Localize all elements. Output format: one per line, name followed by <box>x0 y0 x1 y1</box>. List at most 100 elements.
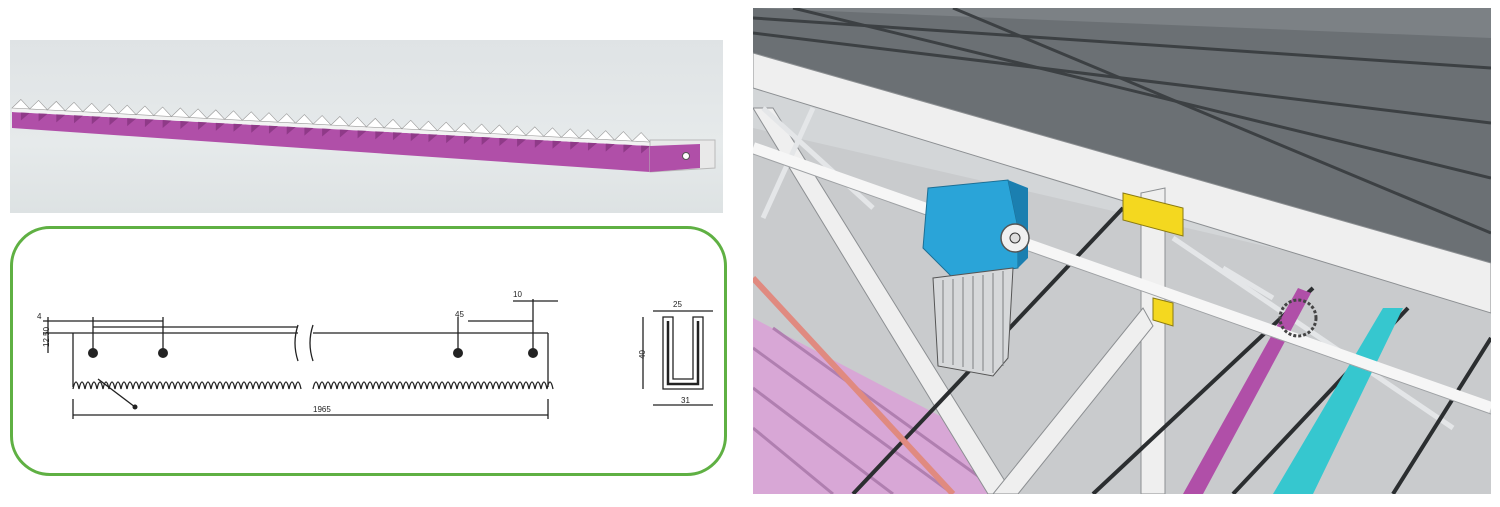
rack-tooth <box>188 108 208 119</box>
rack-tooth-shadow <box>74 115 83 124</box>
rack-tooth <box>454 122 474 133</box>
rack-tooth-shadow <box>499 137 509 146</box>
rack-tooth <box>631 132 651 143</box>
dim-hole-spacing: 45 <box>455 310 464 319</box>
dim-total-length: 1965 <box>313 405 331 414</box>
vertical-post <box>1140 187 1166 494</box>
gearbox <box>922 179 1030 279</box>
rack-tooth-shadow <box>180 120 190 129</box>
dim-end-offset: 10 <box>513 290 522 299</box>
rack-tooth-shadow <box>304 127 314 136</box>
rack-tooth-shadow <box>570 141 580 150</box>
rack-tooth-shadow <box>162 120 172 129</box>
rack-tooth <box>46 100 66 112</box>
rack-tooth-shadow <box>375 131 385 140</box>
rack-tooth-shadow <box>233 123 243 132</box>
rack-tooth <box>560 128 580 139</box>
pink-pipe <box>753 275 956 494</box>
rack-tooth <box>223 110 244 121</box>
rack-body <box>12 112 650 172</box>
greenhouse-rack-drive-scene-icon <box>753 8 1491 494</box>
mount-hole <box>453 348 463 358</box>
rack-tooth-shadow <box>322 128 331 137</box>
rack-tooth <box>312 115 332 126</box>
rack-tooth <box>117 104 137 115</box>
rack-tooth <box>135 105 155 116</box>
mount-hole <box>88 348 98 358</box>
rack-tooth-shadow <box>109 117 119 126</box>
rack-tooth-shadow <box>410 133 420 142</box>
rack-top-face <box>12 108 650 146</box>
dim-tooth-height: 4 <box>37 312 42 321</box>
rack-tooth <box>418 120 439 132</box>
profile-section <box>662 316 704 390</box>
rack-tooth <box>64 101 84 113</box>
rack-technical-drawing-icon: 4 12.50 10 45 1965 25 40 31 <box>37 290 713 419</box>
rack-tooth <box>29 99 49 111</box>
rack-tooth-shadow <box>286 126 296 135</box>
rack-tooth-shadow <box>605 143 615 152</box>
rack-tooth <box>578 129 598 140</box>
rack-tooth-shadow <box>463 136 473 145</box>
rack-tooth <box>11 99 31 110</box>
rack-tooth-shadow <box>428 134 438 143</box>
rack-tooth-shadow <box>215 122 225 131</box>
mount-hole <box>158 348 168 358</box>
rack-render-panel <box>10 40 723 213</box>
rack-tooth <box>330 116 350 127</box>
rack-tooth <box>99 103 120 115</box>
dim-hole-offset: 12.50 <box>42 326 51 347</box>
rack-tooth-shadow <box>268 125 278 134</box>
rack-tooth <box>596 130 616 141</box>
rack-tooth <box>365 117 385 129</box>
rack-tooth <box>82 102 102 114</box>
rack-tooth <box>294 114 315 125</box>
rack-tooth <box>489 124 509 135</box>
rack-tooth <box>401 119 421 131</box>
rack-tooth <box>472 123 492 134</box>
dim-profile-height: 40 <box>638 350 647 359</box>
rack-3d-render-icon <box>11 99 716 173</box>
rack-tooth-shadow <box>198 121 207 130</box>
rack-tooth-shadow <box>587 142 597 151</box>
rack-end-hole <box>682 152 690 160</box>
rack-tooth-shadow <box>38 113 48 122</box>
dim-profile-base: 31 <box>681 396 690 405</box>
rack-tooth-shadow <box>623 144 633 153</box>
drive-scene-panel <box>753 8 1491 494</box>
rack-tooth <box>613 131 634 142</box>
rack-tooth <box>507 125 527 136</box>
motor-grille <box>932 267 1014 377</box>
rack-end-side <box>650 144 700 172</box>
rack-teeth <box>11 99 651 154</box>
rack-tooth <box>206 109 226 120</box>
rack-tooth-shadow <box>127 118 137 127</box>
rack-tooth <box>436 121 456 132</box>
rack-tooth <box>259 112 279 123</box>
mount-hole <box>528 348 538 358</box>
top-beam <box>753 52 1491 314</box>
rack-tooth-shadow <box>56 114 66 123</box>
rack-tooth-shadow <box>641 145 650 154</box>
rack-tooth-shadow <box>251 124 261 133</box>
rack-tooth-shadow <box>534 139 544 148</box>
yellow-bracket <box>1152 297 1174 327</box>
rack-tooth-shadow <box>446 135 456 144</box>
rack-tooth-shadow <box>339 129 349 138</box>
rack-tooth <box>525 126 545 137</box>
drive-shaft <box>753 142 1491 414</box>
rack-tooth-shadow <box>20 112 30 121</box>
rack-tooth-shadow <box>357 130 367 139</box>
rack-tooth-shadow <box>393 132 402 141</box>
pinion-gear <box>1278 298 1318 338</box>
rack-drawing-frame: 4 12.50 10 45 1965 25 40 31 <box>10 226 727 476</box>
rack-tooth-shadow <box>517 138 526 147</box>
rack-tooth <box>542 127 563 138</box>
rack-tooth <box>348 116 368 128</box>
rack-tooth-shadow <box>144 119 154 128</box>
rack-tooth <box>153 106 173 117</box>
rack-tooth <box>241 111 261 122</box>
rack-tooth-shadow <box>91 116 101 125</box>
dim-profile-width: 25 <box>673 300 682 309</box>
rack-tooth-shadow <box>481 137 491 146</box>
